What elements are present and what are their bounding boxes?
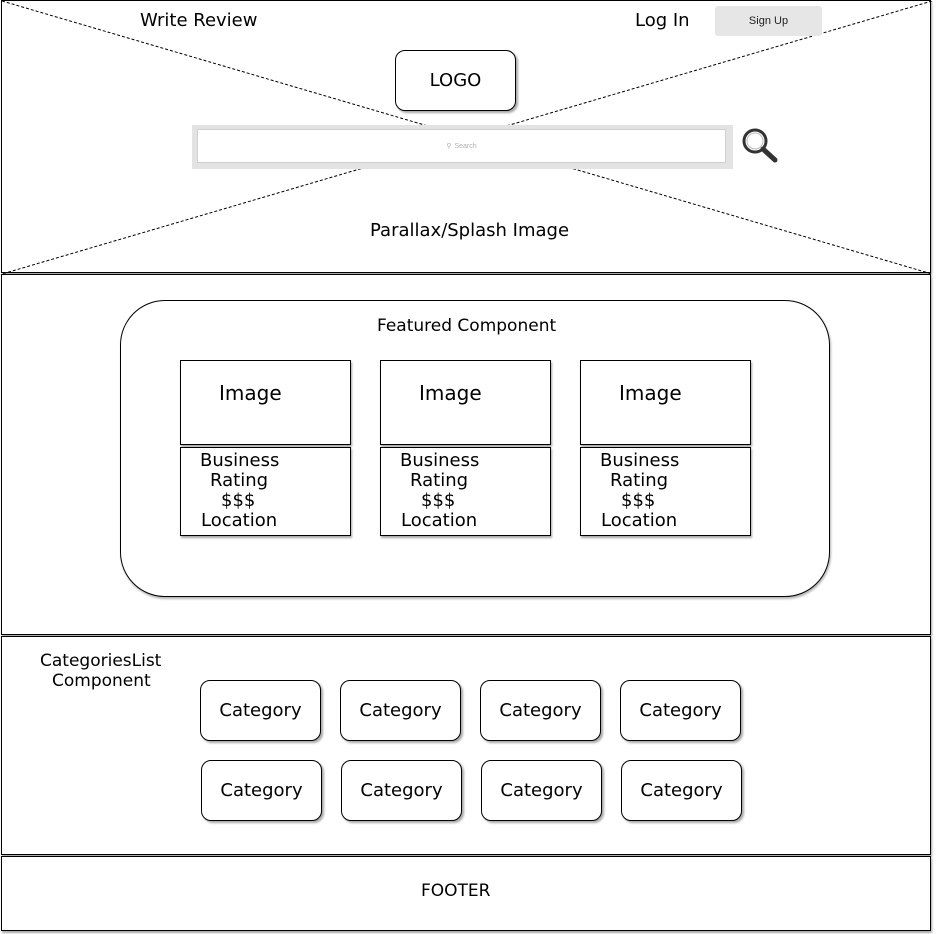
category-button[interactable]: Category [340, 680, 461, 741]
card-location: Location [401, 510, 478, 531]
categories-section [1, 636, 931, 855]
card-image: Image [580, 360, 751, 445]
card-image-label: Image [219, 381, 282, 405]
card-image-label: Image [619, 381, 682, 405]
category-label: Category [639, 700, 722, 721]
categories-title-line1: CategoriesList [40, 651, 162, 671]
category-button[interactable]: Category [341, 760, 462, 821]
card-location: Location [601, 510, 678, 531]
featured-card[interactable]: Image Business Rating $$$ Location [180, 360, 351, 536]
footer-section [1, 856, 931, 931]
card-business: Business [200, 450, 280, 471]
category-label: Category [220, 780, 303, 801]
card-price: $$$ [421, 490, 456, 511]
category-button[interactable]: Category [621, 760, 742, 821]
card-business: Business [400, 450, 480, 471]
category-label: Category [360, 780, 443, 801]
category-button[interactable]: Category [201, 760, 322, 821]
signup-button[interactable]: Sign Up [715, 6, 822, 36]
featured-card[interactable]: Image Business Rating $$$ Location [380, 360, 551, 536]
category-button[interactable]: Category [620, 680, 741, 741]
login-link[interactable]: Log In [635, 10, 690, 31]
search-bar[interactable]: ⚲ Search [192, 125, 733, 169]
card-info: Business Rating $$$ Location [180, 447, 351, 536]
card-price: $$$ [621, 490, 656, 511]
category-button[interactable]: Category [480, 680, 601, 741]
magnifier-icon[interactable] [740, 126, 780, 166]
card-info: Business Rating $$$ Location [380, 447, 551, 536]
category-button[interactable]: Category [481, 760, 602, 821]
categories-title-line2: Component [52, 671, 151, 691]
splash-label: Parallax/Splash Image [370, 220, 570, 241]
category-label: Category [500, 780, 583, 801]
card-price: $$$ [221, 490, 256, 511]
card-rating: Rating [210, 470, 269, 491]
logo-text: LOGO [429, 70, 482, 91]
write-review-link[interactable]: Write Review [140, 10, 258, 31]
card-location: Location [201, 510, 278, 531]
category-label: Category [499, 700, 582, 721]
category-label: Category [219, 700, 302, 721]
featured-card[interactable]: Image Business Rating $$$ Location [580, 360, 751, 536]
category-label: Category [359, 700, 442, 721]
card-rating: Rating [410, 470, 469, 491]
logo[interactable]: LOGO [395, 50, 516, 111]
category-label: Category [640, 780, 723, 801]
card-business: Business [600, 450, 680, 471]
card-info: Business Rating $$$ Location [580, 447, 751, 536]
card-rating: Rating [610, 470, 669, 491]
card-image: Image [180, 360, 351, 445]
category-button[interactable]: Category [200, 680, 321, 741]
search-small-icon: ⚲ [446, 143, 452, 150]
card-image: Image [380, 360, 551, 445]
card-image-label: Image [419, 381, 482, 405]
featured-title: Featured Component [377, 316, 557, 336]
search-input[interactable]: ⚲ Search [197, 129, 726, 163]
footer-label: FOOTER [421, 881, 491, 901]
splash-placeholder-cross [2, 1, 932, 274]
search-placeholder: Search [454, 142, 477, 150]
